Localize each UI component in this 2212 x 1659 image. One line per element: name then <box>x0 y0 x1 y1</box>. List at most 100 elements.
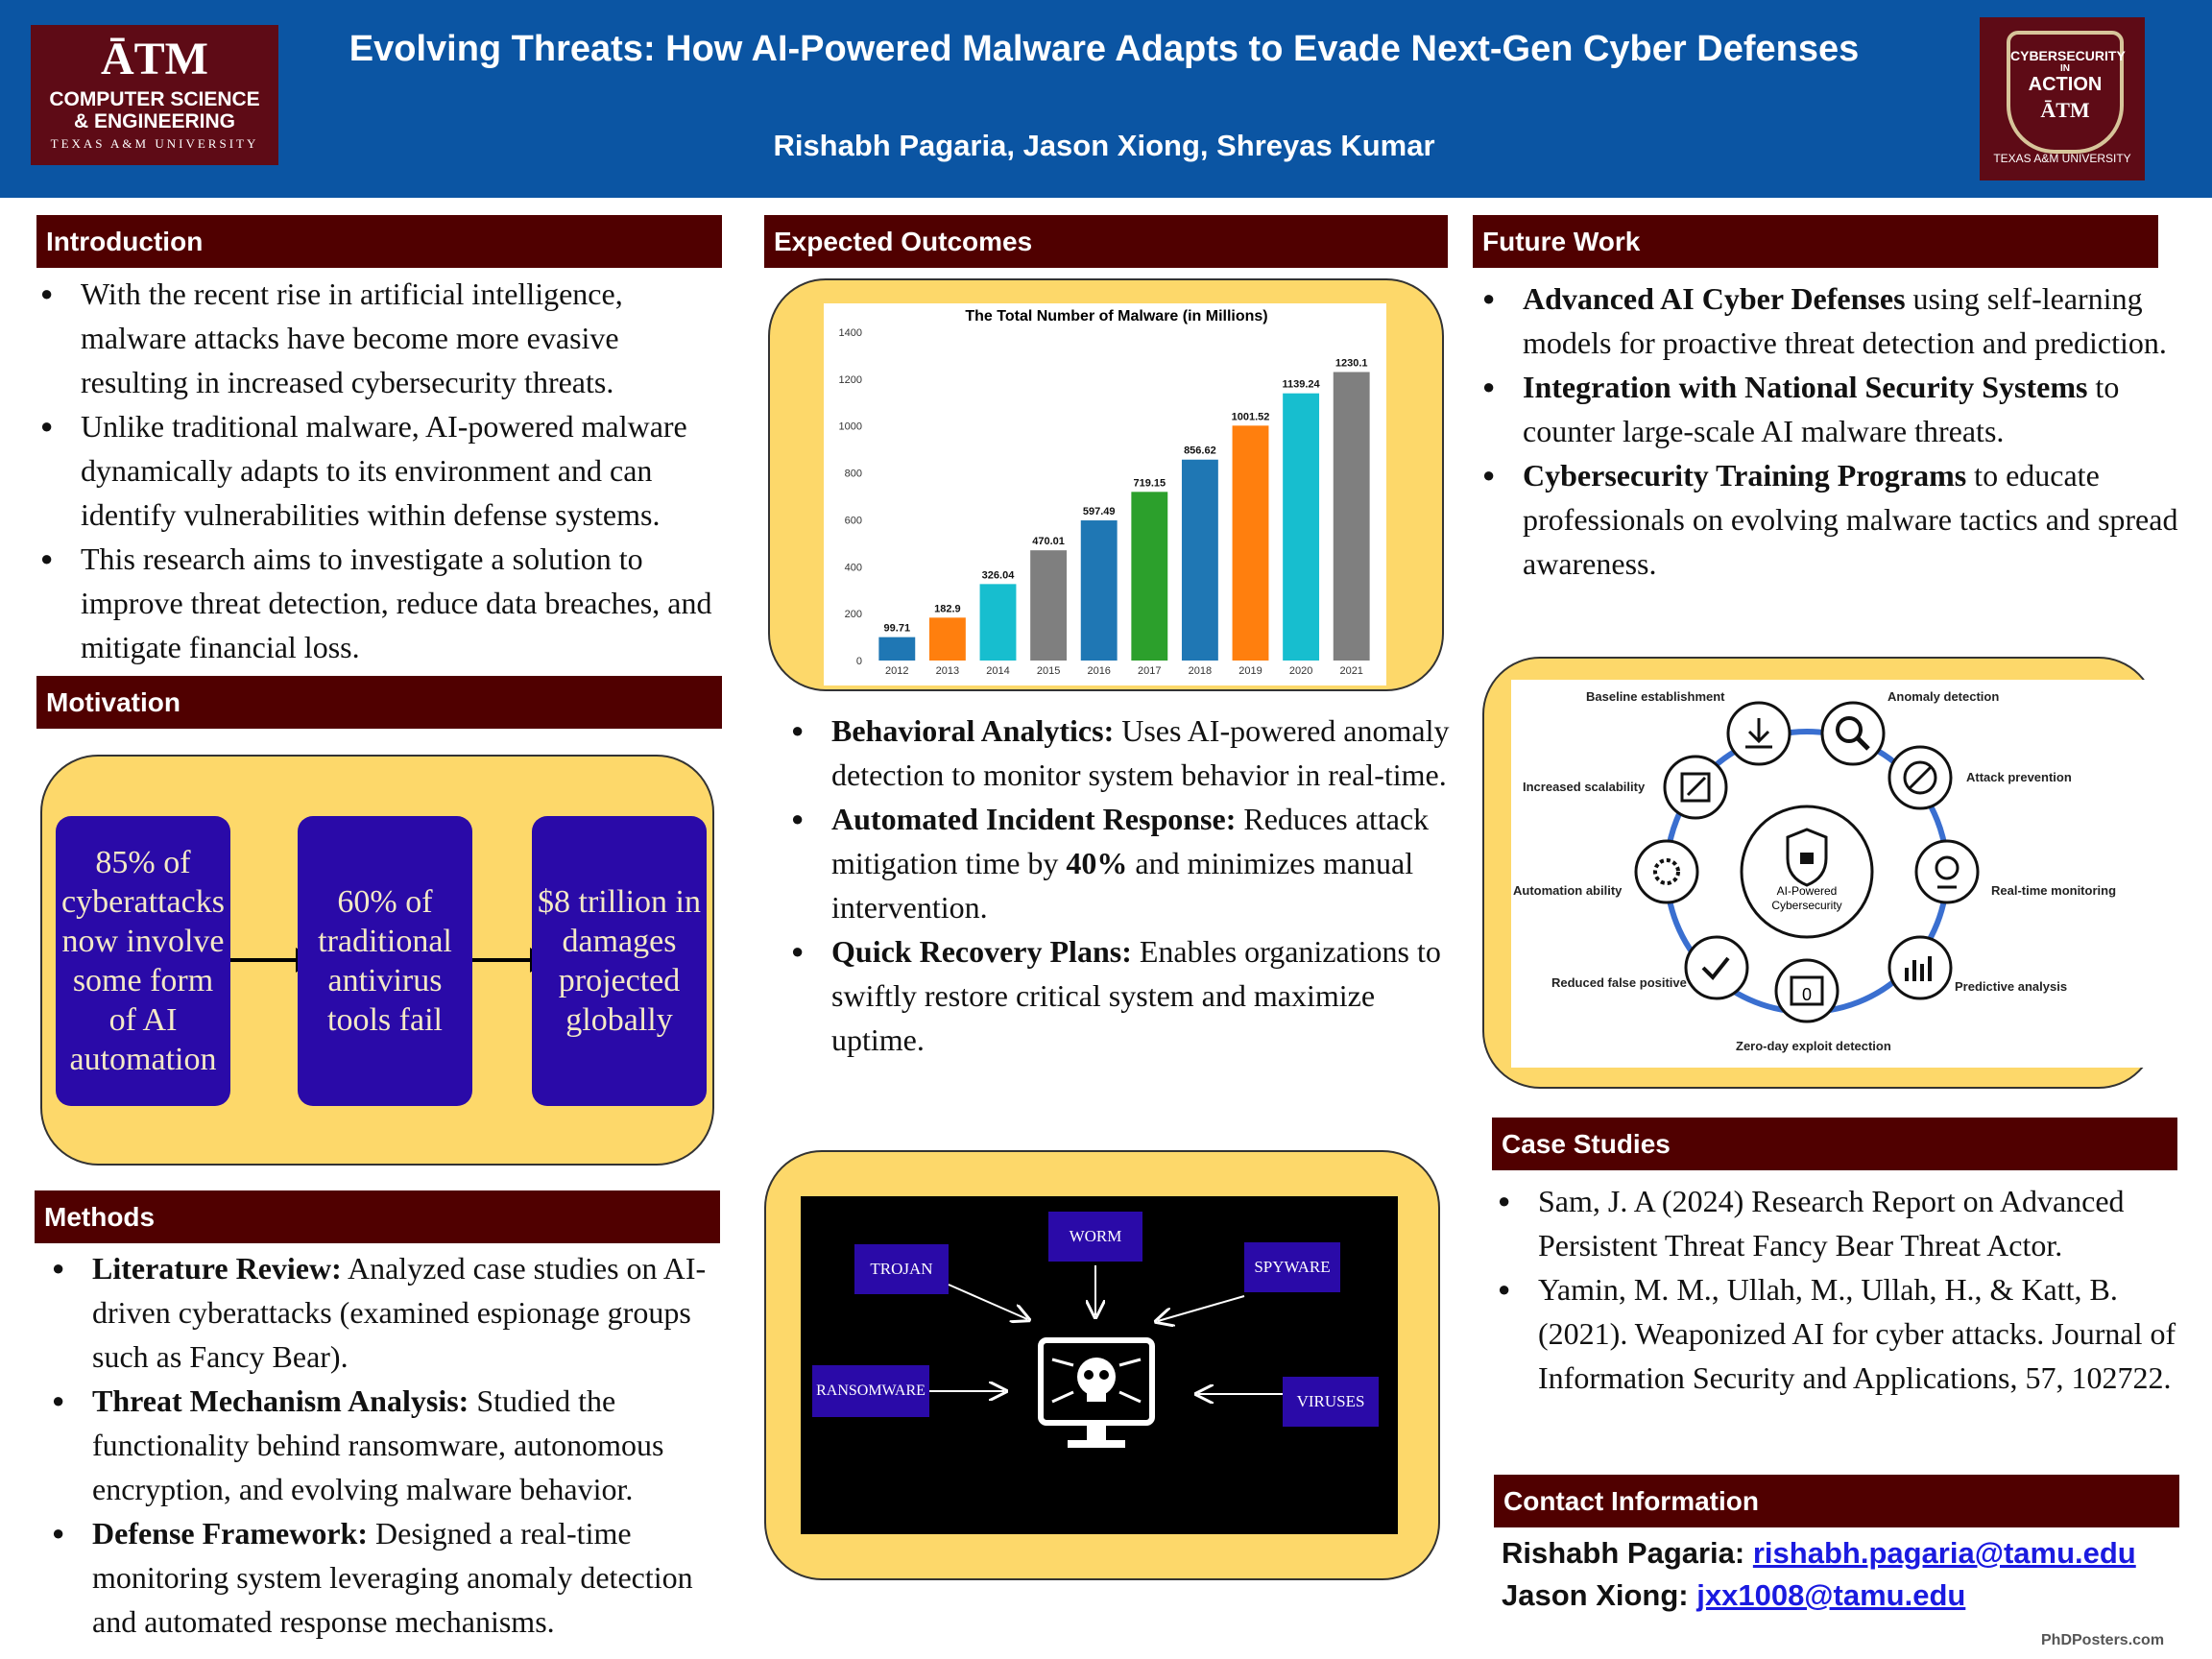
gear-icon <box>1653 858 1680 885</box>
email-link[interactable]: rishabh.pagaria@tamu.edu <box>1752 1536 2136 1570</box>
methods-heading: Methods <box>35 1190 720 1243</box>
spyware-label: SPYWARE <box>1244 1242 1340 1292</box>
item-title: Quick Recovery Plans: <box>831 934 1132 969</box>
item-text: using self-learning models for proactive… <box>1523 281 2167 360</box>
methods-list: Literature Review: Analyzed case studies… <box>48 1246 720 1644</box>
item-text: to counter large-scale AI malware threat… <box>1523 370 2120 448</box>
contact-row: Rishabh Pagaria: rishabh.pagaria@tamu.ed… <box>1502 1532 2187 1575</box>
x-tick-label: 2018 <box>1189 665 1212 677</box>
label-baseline: Baseline establishment <box>1586 689 1725 704</box>
shield-lock-icon <box>1786 828 1828 887</box>
check-x-icon <box>1701 956 1730 980</box>
flow-arrow-line <box>230 958 298 962</box>
data-label: 99.71 <box>884 623 911 635</box>
list-item: Advanced AI Cyber Defenses using self-le… <box>1479 276 2179 365</box>
x-tick-label: 2015 <box>1037 665 1060 677</box>
poster-title: Evolving Threats: How AI-Powered Malware… <box>349 29 1860 69</box>
badge-mark: ĀTM <box>2040 98 2090 122</box>
motivation-heading: Motivation <box>36 676 722 729</box>
node-automation <box>1634 839 1699 904</box>
item-title: Advanced AI Cyber Defenses <box>1523 281 1906 316</box>
item-text: Studied the functionality behind ransomw… <box>92 1383 664 1506</box>
download-icon <box>1745 718 1772 749</box>
ransomware-label: RANSOMWARE <box>812 1365 929 1417</box>
outcomes-list: Behavioral Analytics: Uses AI-powered an… <box>787 709 1452 1062</box>
cse-logo: ĀTM COMPUTER SCIENCE & ENGINEERING TEXAS… <box>31 25 278 165</box>
chart-icon <box>1905 956 1932 981</box>
poster-authors: Rishabh Pagaria, Jason Xiong, Shreyas Ku… <box>773 129 1435 162</box>
threat-diagram-panel: WORM TROJAN SPYWARE RANSOMWARE VIRUSES <box>764 1150 1440 1580</box>
viruses-label: VIRUSES <box>1283 1377 1379 1427</box>
malware-bar-chart: The Total Number of Malware (in Millions… <box>839 308 1370 677</box>
stat-box-damages: $8 trillion in damages projected globall… <box>532 816 707 1106</box>
motivation-panel: 85% of cyberattacks now involve some for… <box>40 755 714 1166</box>
chart-bar <box>1131 492 1168 661</box>
item-title: Defense Framework: <box>92 1516 368 1551</box>
contact-row: Jason Xiong: jxx1008@tamu.edu <box>1502 1575 2187 1617</box>
list-item: Automated Incident Response: Reduces att… <box>787 797 1452 929</box>
contact-heading: Contact Information <box>1494 1475 2179 1527</box>
stat-box-ai-attacks: 85% of cyberattacks now involve some for… <box>56 816 230 1106</box>
list-item: Cybersecurity Training Programs to educa… <box>1479 453 2179 586</box>
trojan-label: TROJAN <box>854 1244 949 1294</box>
future-work-list: Advanced AI Cyber Defenses using self-le… <box>1479 276 2179 586</box>
label-zero-day: Zero-day exploit detection <box>1736 1039 1891 1053</box>
data-label: 719.15 <box>1133 477 1166 489</box>
chart-bar <box>928 617 966 661</box>
data-label: 597.49 <box>1083 506 1116 517</box>
node-attack-prevention <box>1887 745 1953 810</box>
case-studies-list: Sam, J. A (2024) Research Report on Adva… <box>1494 1179 2195 1400</box>
item-title: Cybersecurity Training Programs <box>1523 458 1967 493</box>
item-text: Reduces attack mitigation time by <box>831 802 1430 880</box>
calendar-digit: 0 <box>1802 985 1812 1004</box>
item-text: and minimizes manual intervention. <box>831 846 1414 925</box>
item-title: Literature Review: <box>92 1251 342 1286</box>
future-work-heading: Future Work <box>1473 215 2158 268</box>
webcam-icon <box>1935 855 1960 880</box>
item-text: Enables organizations to swiftly restore… <box>831 934 1441 1057</box>
stat-box-antivirus: 60% of traditional antivirus tools fail <box>298 816 472 1106</box>
label-scalability: Increased scalability <box>1523 780 1646 794</box>
x-tick-label: 2016 <box>1087 665 1110 677</box>
badge-line-2: IN <box>2060 63 2070 74</box>
y-tick-label: 400 <box>845 562 862 573</box>
chart-bar <box>1283 393 1320 661</box>
logo-line-2: & ENGINEERING <box>73 110 236 132</box>
arrow-from-spyware <box>1158 1295 1245 1321</box>
bug-blocked-icon <box>1903 760 1937 795</box>
list-item: Integration with National Security Syste… <box>1479 365 2179 453</box>
list-item: This research aims to investigate a solu… <box>36 537 722 669</box>
atm-logo-mark: ĀTM <box>101 34 208 84</box>
contact-name: Jason Xiong: <box>1502 1578 1697 1612</box>
item-title: Behavioral Analytics: <box>831 713 1115 748</box>
data-label: 1139.24 <box>1283 379 1321 391</box>
list-item: Quick Recovery Plans: Enables organizati… <box>787 929 1452 1062</box>
label-anomaly: Anomaly detection <box>1887 689 2000 704</box>
x-tick-label: 2014 <box>986 665 1009 677</box>
worm-label: WORM <box>1048 1212 1142 1262</box>
y-tick-label: 1400 <box>839 327 862 339</box>
node-zero-day: 0 <box>1774 958 1839 1023</box>
chart-bar <box>979 584 1017 661</box>
email-link[interactable]: jxx1008@tamu.edu <box>1696 1578 1966 1612</box>
skull-computer-icon <box>1038 1337 1155 1448</box>
x-tick-label: 2020 <box>1289 665 1312 677</box>
x-tick-label: 2012 <box>885 665 908 677</box>
item-title: Automated Incident Response: <box>831 802 1237 836</box>
shield-badge: CYBERSECURITY IN ACTION ĀTM <box>2007 31 2126 154</box>
label-automation: Automation ability <box>1513 883 1623 898</box>
data-label: 470.01 <box>1032 536 1065 547</box>
phdposters-logo: PhDPosters.com <box>2041 1632 2165 1648</box>
resize-icon <box>1680 772 1711 803</box>
logo-line-1: COMPUTER SCIENCE <box>49 88 260 110</box>
magnifier-icon <box>1836 716 1863 743</box>
chart-bar <box>1080 520 1118 661</box>
x-tick-label: 2013 <box>936 665 959 677</box>
y-tick-label: 0 <box>856 656 862 667</box>
list-item: With the recent rise in artificial intel… <box>36 272 722 404</box>
introduction-heading: Introduction <box>36 215 722 268</box>
case-studies-heading: Case Studies <box>1492 1118 2177 1170</box>
